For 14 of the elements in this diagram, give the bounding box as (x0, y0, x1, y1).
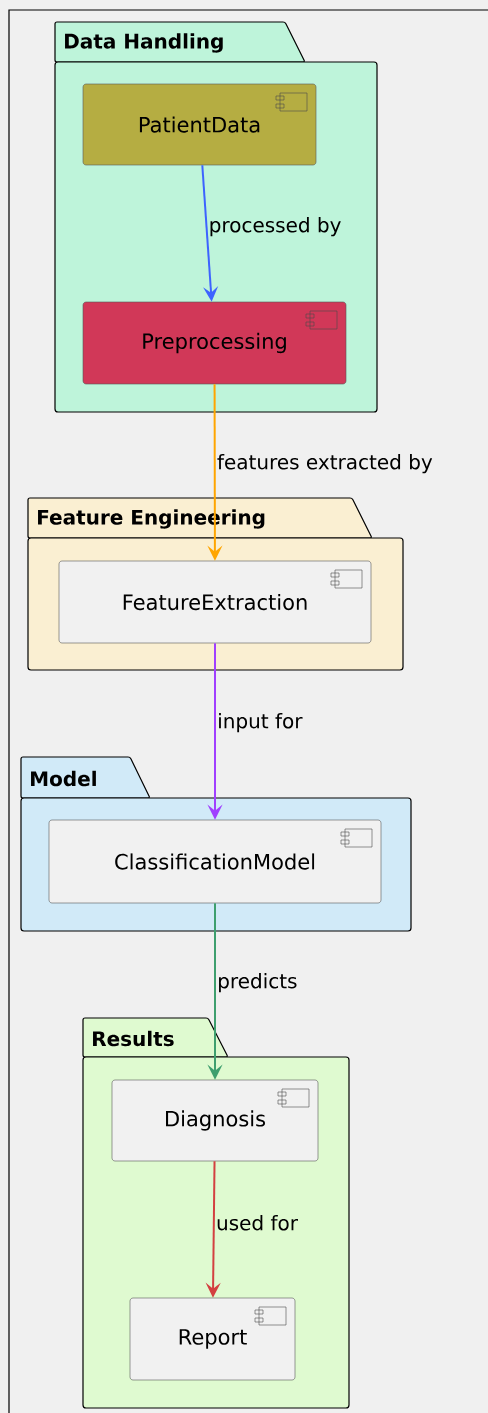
component-box: Diagnosis (111, 1079, 319, 1162)
edge-label: input for (219, 713, 303, 733)
node-label: Results (93, 1030, 174, 1047)
component-box: PatientData (82, 83, 317, 166)
edge-label: processed by (210, 217, 341, 237)
edge-label: predicts (219, 973, 297, 993)
node-label: Model (31, 770, 96, 787)
component-box: ClassificationModel (48, 819, 382, 904)
edge-label: used for (217, 1214, 298, 1231)
component-box: FeatureExtraction (58, 560, 372, 644)
node-label: Data Handling (65, 33, 223, 53)
edge-label: features extracted by (217, 454, 433, 474)
component-box: Preprocessing (82, 301, 347, 385)
component-box: Report (129, 1297, 296, 1381)
